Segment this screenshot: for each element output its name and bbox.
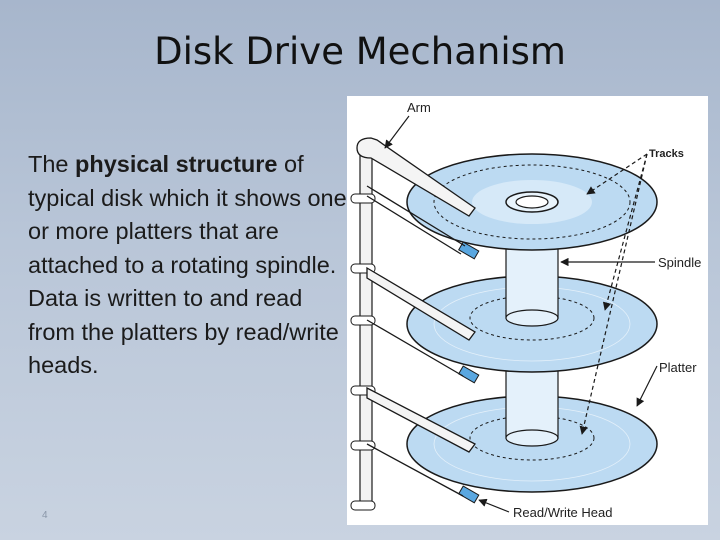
body-bold-term: physical structure bbox=[75, 151, 278, 177]
head-arrow bbox=[478, 498, 510, 513]
label-tracks: Tracks bbox=[649, 148, 684, 160]
platter-arrow bbox=[636, 365, 658, 407]
tracks-arrow-1 bbox=[586, 153, 648, 195]
tracks-arrow-2 bbox=[602, 153, 648, 311]
body-text: The physical structure of typical disk w… bbox=[28, 148, 348, 383]
slide-title: Disk Drive Mechanism bbox=[154, 30, 566, 73]
disk-drive-diagram: Arm Tracks Spindle Platter Read/Write He… bbox=[350, 100, 701, 520]
tracks-arrow-3 bbox=[579, 153, 648, 435]
arm-arrow bbox=[384, 115, 410, 149]
slide-number: 4 bbox=[42, 510, 48, 521]
label-arm: Arm bbox=[407, 100, 431, 115]
body-lead: The bbox=[28, 151, 76, 177]
label-spindle: Spindle bbox=[658, 255, 701, 270]
arm-2 bbox=[366, 266, 480, 384]
callout-arrows bbox=[384, 115, 658, 513]
label-read-write-head: Read/Write Head bbox=[513, 505, 612, 520]
arm-3 bbox=[366, 386, 480, 504]
arm-1 bbox=[356, 137, 480, 260]
platter-top bbox=[406, 153, 658, 251]
body-rest: of typical disk which it shows one or mo… bbox=[28, 151, 347, 378]
label-platter: Platter bbox=[659, 360, 697, 375]
disk-drive-figure: Arm Tracks Spindle Platter Read/Write He… bbox=[347, 96, 708, 525]
